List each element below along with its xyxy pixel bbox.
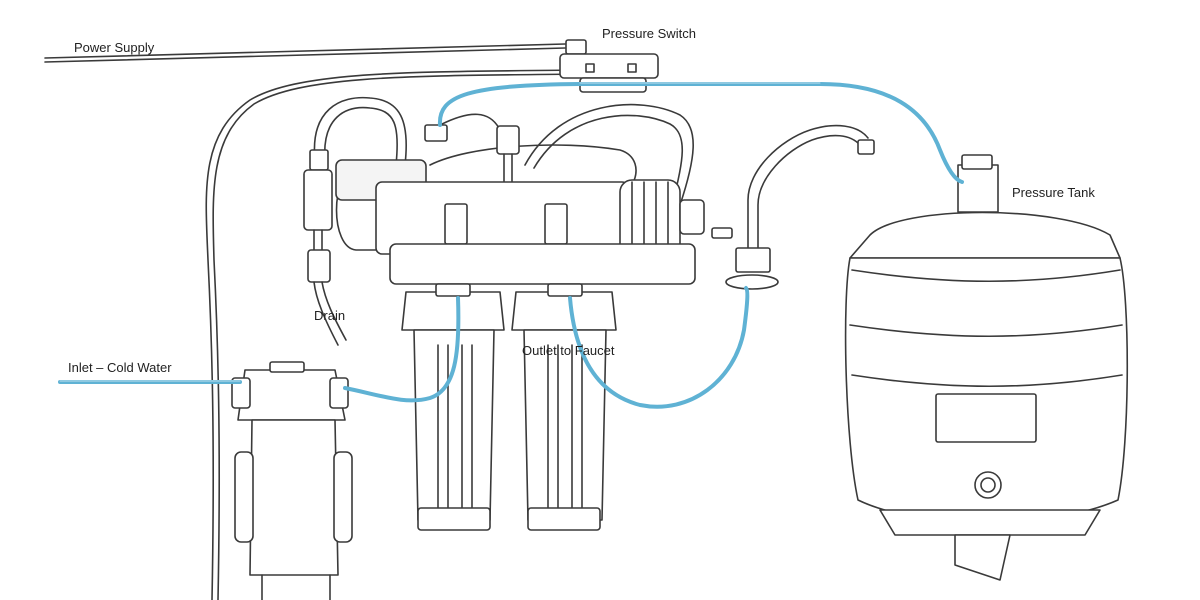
- pressure-switch-label: Pressure Switch: [602, 26, 696, 41]
- membrane-housing: [335, 159, 705, 257]
- outlet-to-faucet-line: [568, 286, 750, 409]
- faucet: [711, 124, 875, 290]
- filter-canister-1: [401, 283, 505, 531]
- power-supply-wire: [44, 43, 585, 600]
- filter-canister-2: [511, 283, 617, 531]
- drain-label: Drain: [314, 308, 346, 323]
- filter-manifold: [389, 243, 696, 285]
- drain-line: [303, 149, 347, 346]
- inlet-cold-water-label: Inlet – Cold Water: [68, 360, 172, 375]
- pump-to-filter-line: [343, 296, 461, 403]
- power-supply-label: Power Supply: [74, 40, 155, 55]
- water-lines: [58, 82, 964, 409]
- tank-line: [437, 82, 964, 184]
- outlet-to-faucet-label: Outlet to Faucet: [522, 343, 615, 358]
- booster-pump: [231, 361, 353, 600]
- pressure-tank: [844, 154, 1129, 581]
- pressure-tank-label: Pressure Tank: [1012, 185, 1095, 200]
